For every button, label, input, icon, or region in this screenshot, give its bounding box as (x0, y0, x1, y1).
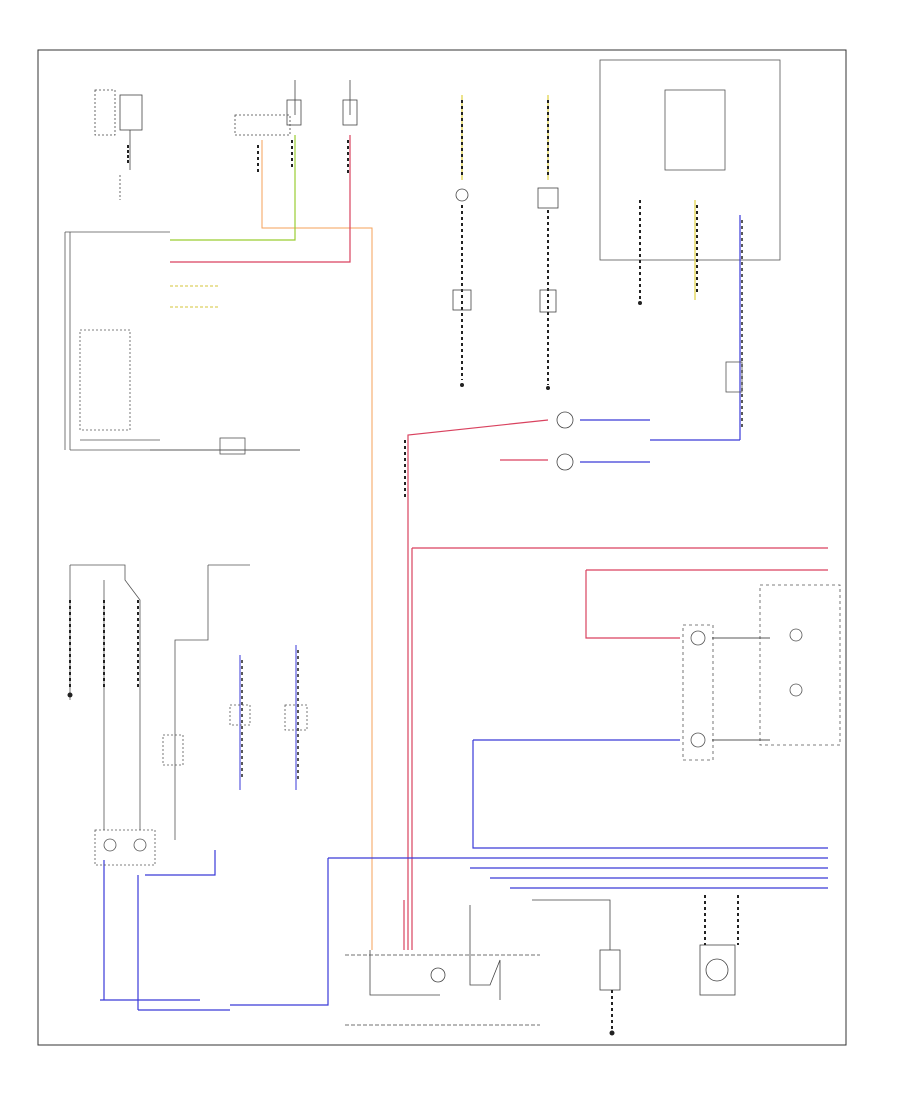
fuse-block-left (94, 89, 143, 200)
relay-box (599, 59, 781, 440)
blue-bus-wires (100, 739, 828, 1011)
center-harness (452, 95, 559, 385)
center-switch-block (404, 411, 740, 950)
diagram-frame (37, 49, 847, 1046)
fuse-block-center (234, 80, 358, 136)
bottom-left-section (69, 564, 308, 866)
control-module (345, 895, 739, 1030)
left-connector-block (64, 231, 300, 455)
wire-green (170, 135, 296, 241)
right-component-block (682, 584, 841, 761)
wire-red-top (170, 135, 351, 263)
red-bus-wires (403, 547, 828, 950)
wire-orange (261, 140, 373, 950)
wire-dashes-top (257, 140, 349, 175)
ground-points (67, 301, 642, 1036)
